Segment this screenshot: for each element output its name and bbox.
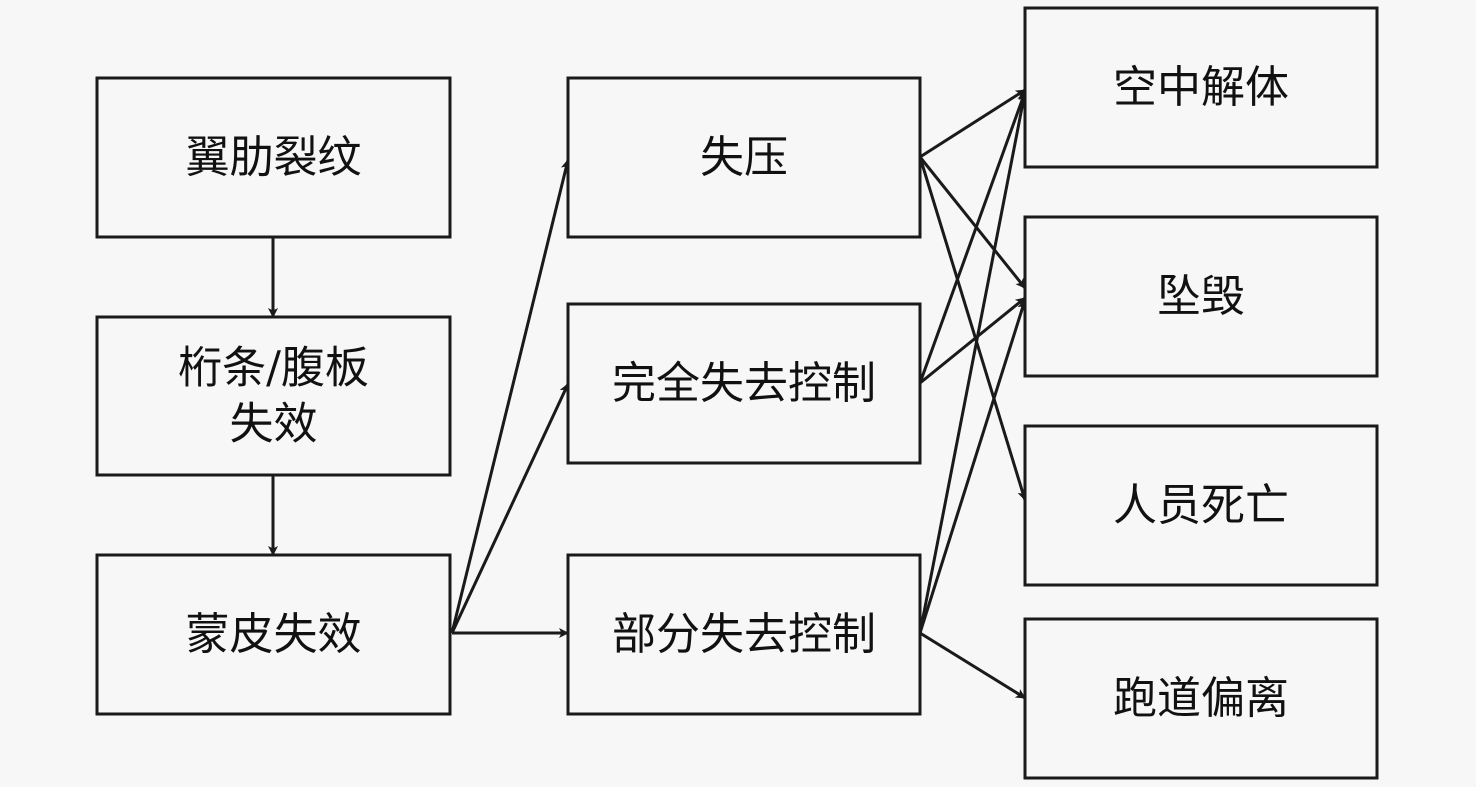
node-decompression: 失压 xyxy=(566,76,922,239)
node-label: 桁条/腹板 xyxy=(178,343,369,394)
node-label: 跑道偏离 xyxy=(1113,673,1289,724)
node-label: 失压 xyxy=(700,132,788,183)
node-box xyxy=(566,76,922,239)
node-skin-failure: 蒙皮失效 xyxy=(95,553,452,716)
node-runway-excursion: 跑道偏离 xyxy=(1023,617,1379,780)
node-box xyxy=(1023,6,1379,169)
arrow-skin-failure-to-decompression xyxy=(450,159,571,634)
node-label: 翼肋裂纹 xyxy=(186,132,362,183)
node-label: 部分失去控制 xyxy=(612,609,876,660)
node-partial-loss-of-control: 部分失去控制 xyxy=(566,553,922,716)
node-box xyxy=(95,76,452,239)
arrow-decompression-to-fatalities xyxy=(918,156,1028,501)
arrow-partial-loss-of-control-to-crash xyxy=(918,299,1028,634)
arrow-total-loss-of-control-to-crash xyxy=(919,296,1026,385)
node-box xyxy=(566,553,922,716)
node-box xyxy=(1023,617,1379,780)
node-label: 人员死亡 xyxy=(1113,480,1289,531)
node-fatalities: 人员死亡 xyxy=(1023,424,1379,587)
node-inflight-breakup: 空中解体 xyxy=(1023,6,1379,169)
node-label: 空中解体 xyxy=(1113,62,1289,113)
node-label: 坠毁 xyxy=(1157,271,1245,322)
node-box xyxy=(95,553,452,716)
node-box xyxy=(95,315,452,477)
node-label: 蒙皮失效 xyxy=(186,609,362,660)
node-box xyxy=(566,302,922,465)
arrow-decompression-to-inflight-breakup xyxy=(919,88,1026,159)
node-rib-crack: 翼肋裂纹 xyxy=(95,76,452,239)
node-label: 失效 xyxy=(230,399,318,450)
node-box xyxy=(1023,424,1379,587)
arrow-decompression-to-crash xyxy=(918,156,1027,289)
node-crash: 坠毁 xyxy=(1023,215,1379,378)
node-label: 完全失去控制 xyxy=(612,358,876,409)
arrow-partial-loss-of-control-to-inflight-breakup xyxy=(918,91,1029,634)
node-total-loss-of-control: 完全失去控制 xyxy=(566,302,922,465)
arrow-partial-loss-of-control-to-runway-excursion xyxy=(919,631,1026,700)
arrow-skin-failure-to-total-loss-of-control xyxy=(450,383,570,634)
arrow-total-loss-of-control-to-inflight-breakup xyxy=(918,91,1027,384)
node-box xyxy=(1023,215,1379,378)
